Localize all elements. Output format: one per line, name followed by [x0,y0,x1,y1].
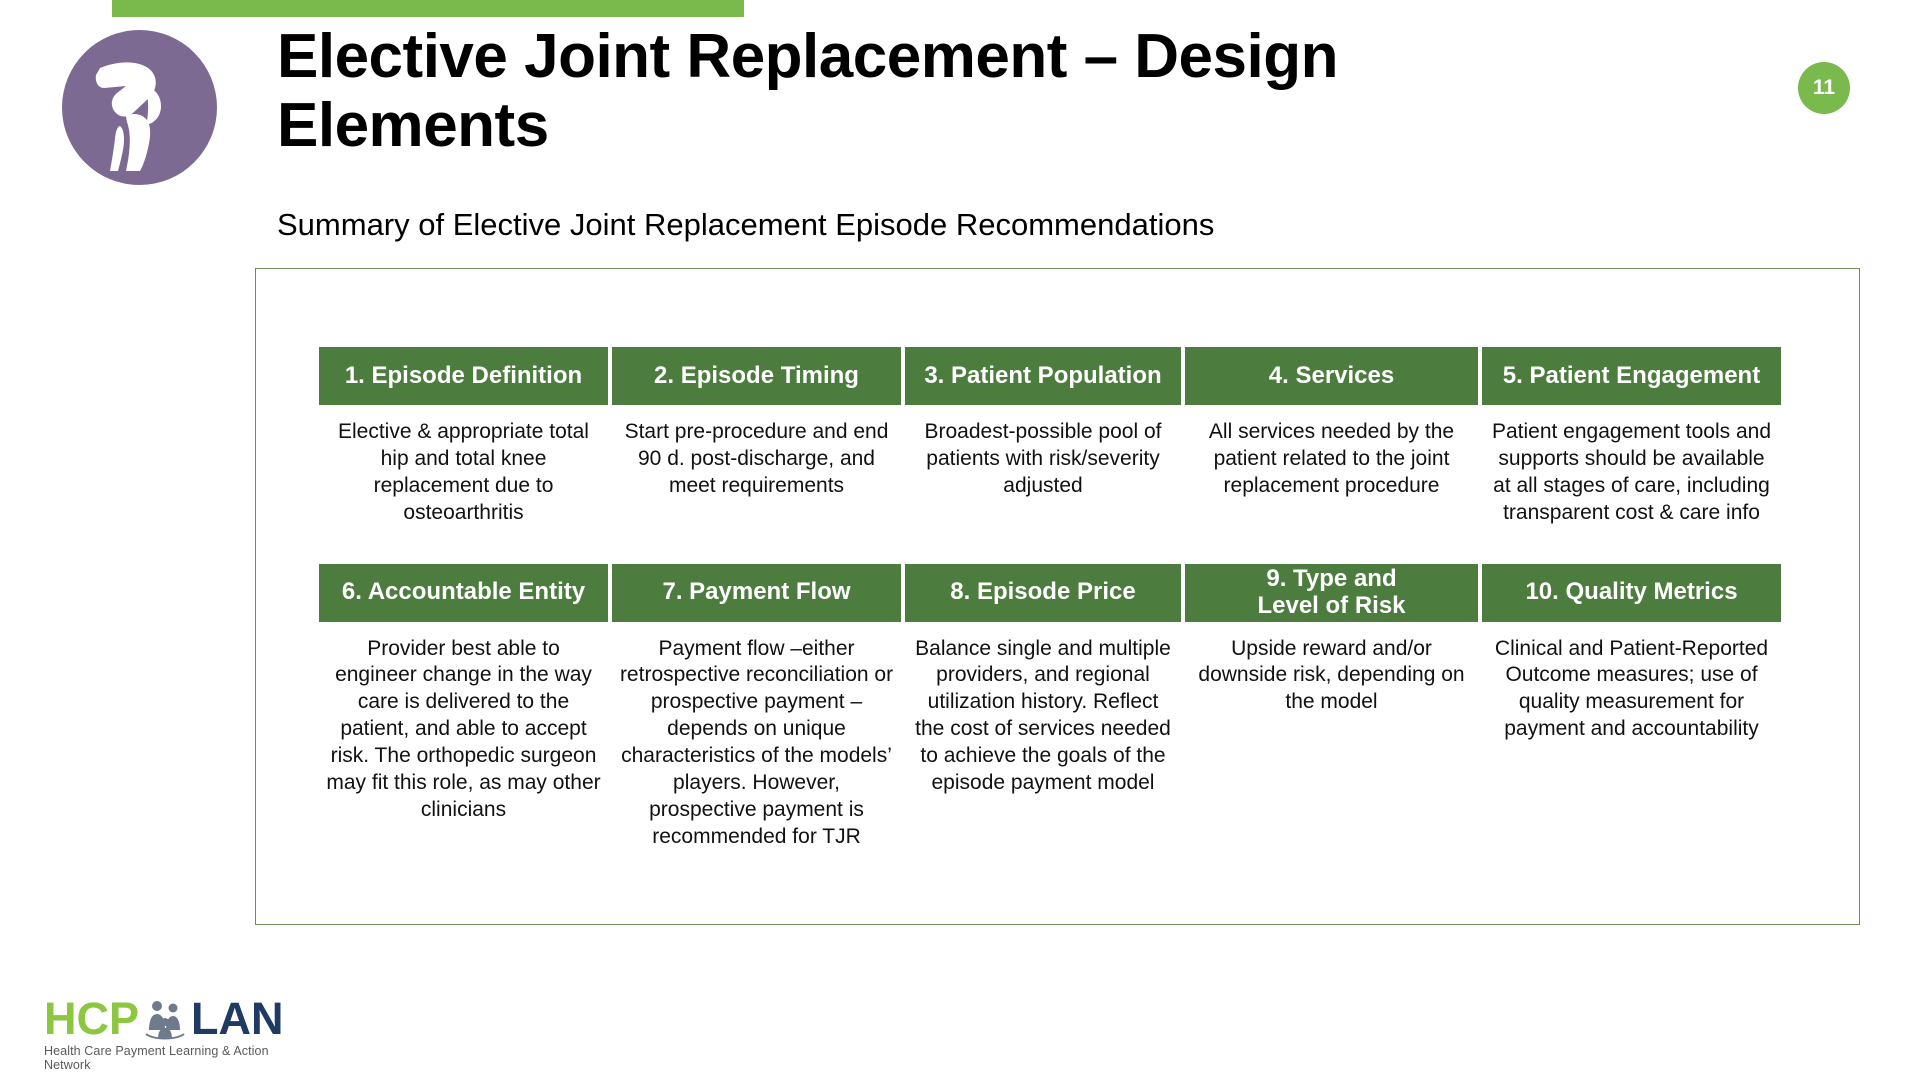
knee-joint-icon [62,30,217,185]
element-body-2: Start pre-procedure and end 90 d. post-d… [624,420,889,497]
element-body-4: All services needed by the patient relat… [1208,420,1455,497]
element-header-5: 5. Patient Engagement [1482,347,1781,405]
element-body-9: Upside reward and/or downside risk, depe… [1198,636,1465,714]
page-number-badge: 11 [1798,62,1850,114]
design-elements-panel: 1. Episode Definition Elective & appropr… [255,268,1860,925]
element-card-5: 5. Patient Engagement Patient engagement… [1482,347,1781,527]
element-header-8: 8. Episode Price [905,563,1181,622]
element-body-3: Broadest-possible pool of patients with … [924,420,1162,497]
element-header-4: 4. Services [1185,347,1478,405]
element-card-1: 1. Episode Definition Elective & appropr… [319,347,608,527]
element-card-3: 3. Patient Population Broadest-possible … [905,347,1181,500]
logo-lan-text: LAN [191,993,284,1044]
element-body-5: Patient engagement tools and supports sh… [1491,420,1772,524]
page-subtitle: Summary of Elective Joint Replacement Ep… [277,207,1215,242]
top-accent-bar [112,0,744,17]
element-card-6: 6. Accountable Entity Provider best able… [319,563,608,824]
logo-tagline: Health Care Payment Learning & Action Ne… [44,1044,269,1072]
element-header-6: 6. Accountable Entity [319,563,608,622]
element-card-7: 7. Payment Flow Payment flow –either ret… [612,563,901,851]
element-header-7: 7. Payment Flow [612,563,901,622]
logo-wordmark: HCP LAN [44,995,314,1041]
logo-hcp-text: HCP [44,993,140,1044]
element-header-9: 9. Type and Level of Risk [1185,563,1478,622]
element-body-1: Elective & appropriate total hip and tot… [338,420,589,524]
design-elements-grid: 1. Episode Definition Elective & appropr… [319,347,1797,851]
element-body-8: Balance single and multiple providers, a… [915,636,1171,794]
design-elements-row-1: 1. Episode Definition Elective & appropr… [319,347,1797,527]
element-card-9: 9. Type and Level of Risk Upside reward … [1185,563,1478,717]
page-title: Elective Joint Replacement – Design Elem… [277,22,1339,161]
element-card-4: 4. Services All services needed by the p… [1185,347,1478,500]
element-body-7: Payment flow –either retrospective recon… [619,636,894,848]
element-header-3: 3. Patient Population [905,347,1181,405]
element-header-2: 2. Episode Timing [612,347,901,405]
element-body-10: Clinical and Patient-Reported Outcome me… [1494,636,1769,741]
element-card-8: 8. Episode Price Balance single and mult… [905,563,1181,797]
element-card-2: 2. Episode Timing Start pre-procedure an… [612,347,901,500]
element-body-6: Provider best able to engineer change in… [326,636,601,821]
hcp-lan-logo: HCP LAN Health Care Payment Learning & A… [44,995,314,1072]
element-header-10: 10. Quality Metrics [1482,563,1781,622]
people-icon [145,1001,185,1040]
element-header-1: 1. Episode Definition [319,347,608,405]
element-card-10: 10. Quality Metrics Clinical and Patient… [1482,563,1781,744]
design-elements-row-2: 6. Accountable Entity Provider best able… [319,563,1797,851]
